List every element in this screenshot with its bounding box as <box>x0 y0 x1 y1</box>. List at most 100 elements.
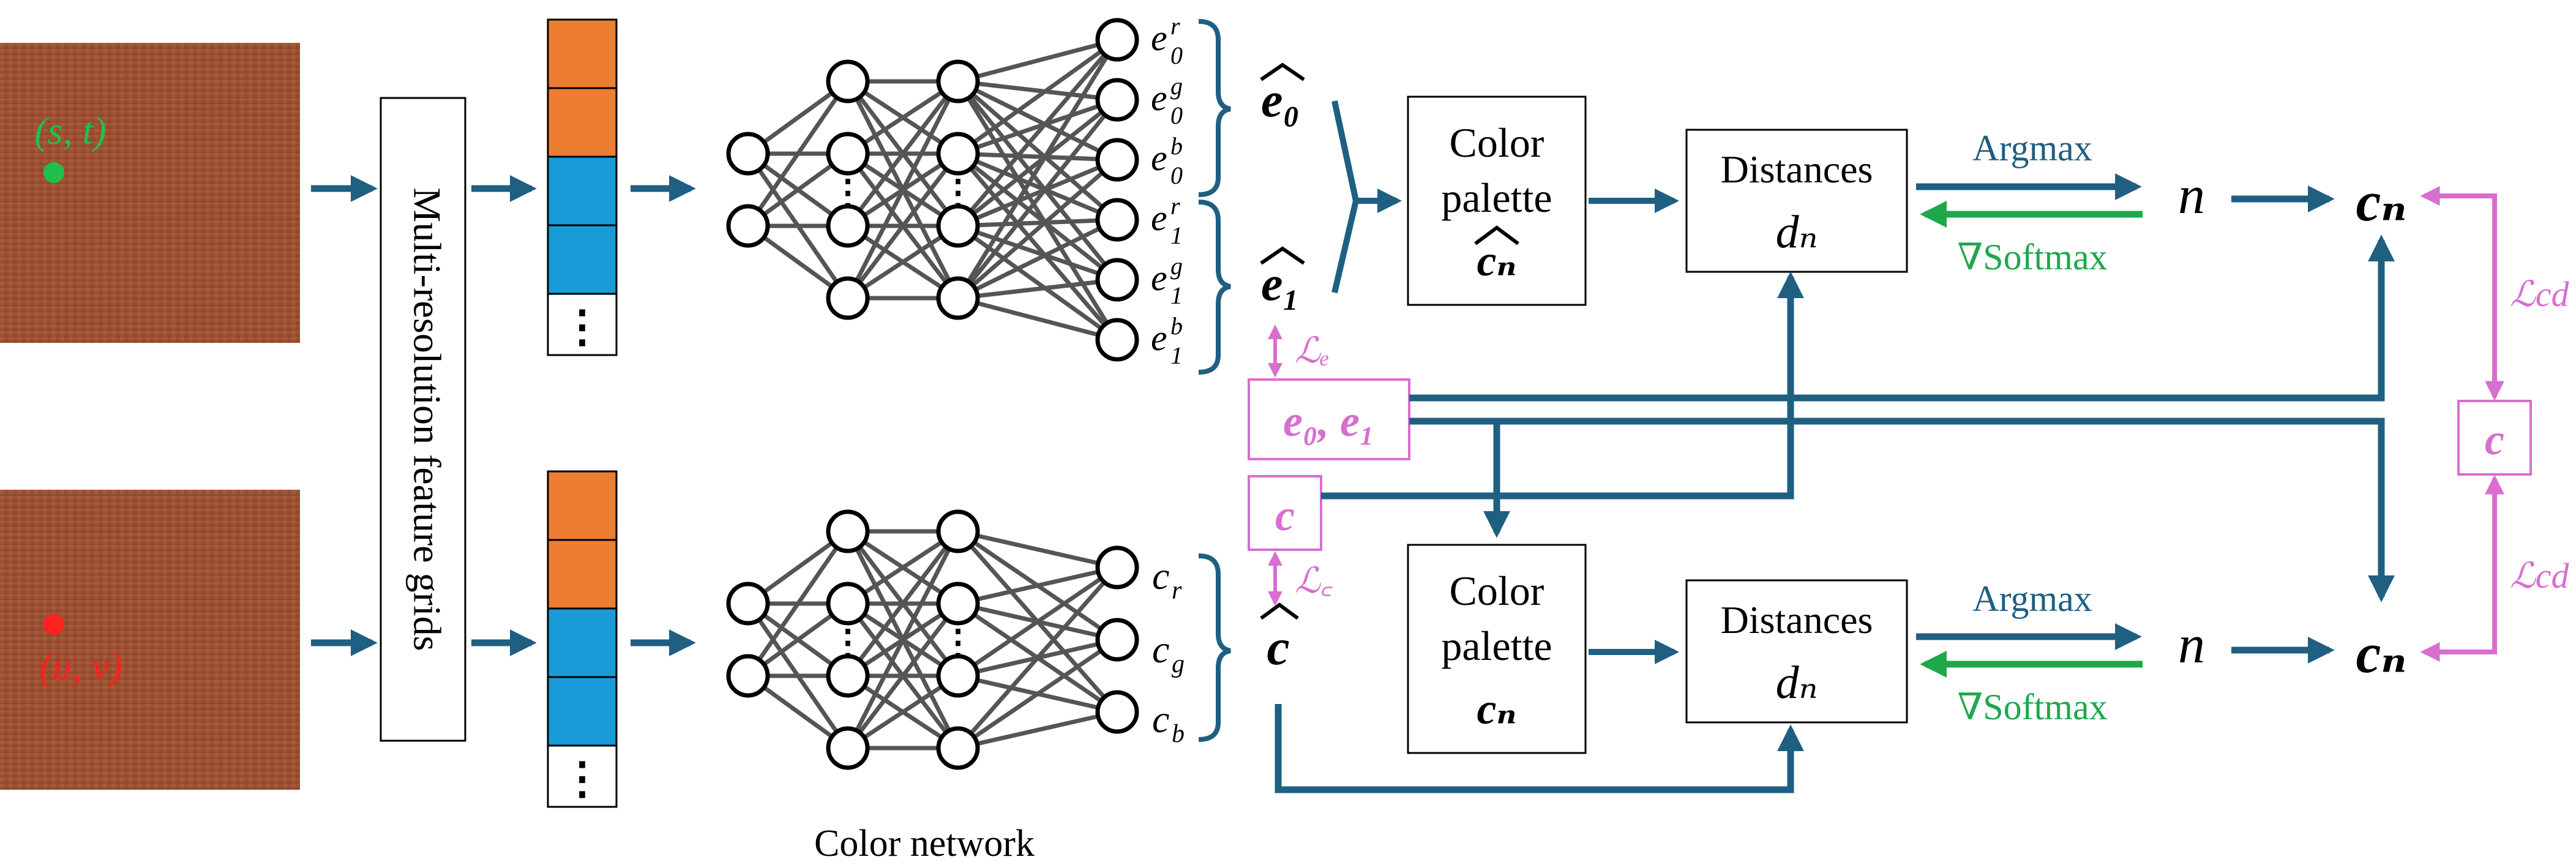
net-bottom-edge <box>957 529 1118 570</box>
net-bottom-node <box>936 654 980 698</box>
net-bottom-edge <box>957 565 1118 606</box>
net-bottom-node <box>826 582 870 626</box>
net-top-edge <box>956 80 1119 282</box>
distances-top-symbol: dₙ <box>1776 206 1818 258</box>
net-top-edge <box>956 158 1119 300</box>
svg-text:1: 1 <box>1170 222 1183 249</box>
svg-text:0: 0 <box>1170 42 1183 69</box>
net-bottom-node <box>826 654 870 698</box>
feature-vector-top <box>547 18 618 356</box>
net-top-edge <box>956 152 1119 342</box>
brace-e0 <box>1198 19 1231 197</box>
net-bottom-edge <box>957 638 1118 750</box>
net-top-edge <box>956 38 1119 228</box>
svg-text:c: c <box>1152 697 1169 741</box>
cn-top-label: cₙ <box>2356 170 2407 233</box>
e0-hat-label: e₀ <box>1261 73 1300 127</box>
svg-text:e: e <box>1151 18 1167 58</box>
net-top-edge <box>957 296 1118 342</box>
net-top-edge <box>957 79 1118 102</box>
e0-hat-accent <box>1260 62 1305 81</box>
palette-top-line1: Color <box>1450 119 1544 166</box>
net-top-edge <box>847 80 959 155</box>
output-e0b: e b 0 <box>1151 132 1183 189</box>
svg-text:e: e <box>1151 258 1167 298</box>
color-network-bottom: ⋮⋮ <box>726 509 1139 770</box>
softmax-bottom-label: ∇Softmax <box>1957 687 2107 727</box>
output-e0g: e g 0 <box>1151 72 1183 129</box>
net-bottom-edge <box>746 530 850 677</box>
palette-box-bottom <box>1407 544 1587 754</box>
net-bottom-node <box>826 509 870 553</box>
svg-text:g: g <box>1172 650 1185 678</box>
net-top-node <box>936 132 980 176</box>
palette-top-line2: palette <box>1441 174 1552 221</box>
net-bottom-edge <box>956 566 1119 750</box>
net-top-edge <box>956 98 1119 300</box>
net-top-node <box>936 276 980 320</box>
gt-e-label: e₀, e₁ <box>1283 397 1375 446</box>
lcd-top-connector <box>2420 186 2504 401</box>
svg-text:1: 1 <box>1170 342 1183 369</box>
c-hat-accent <box>1260 602 1299 620</box>
net-top-node <box>936 204 980 248</box>
svg-text:b: b <box>1170 312 1183 340</box>
net-bottom-node <box>936 726 980 770</box>
svg-text:1: 1 <box>1170 282 1183 309</box>
net-top-edge <box>956 80 1119 341</box>
texture-bottom <box>0 490 300 790</box>
feature-vector-bottom-ellipsis: ⋮ <box>560 754 604 803</box>
svg-text:e: e <box>1151 78 1167 118</box>
merge-e1 <box>1331 200 1359 294</box>
c-hat-label: c <box>1267 619 1289 676</box>
net-top-edge <box>746 80 850 227</box>
feature-vector-top-ellipsis: ⋮ <box>560 302 604 351</box>
net-bottom-node <box>726 582 770 626</box>
net-bottom-edge <box>847 530 959 605</box>
gt-c-box <box>1248 475 1322 551</box>
net-top-ellipsis: ⋮ <box>830 173 866 212</box>
brace-e1 <box>1198 200 1231 375</box>
net-top-edge <box>957 151 1118 222</box>
net-bottom-node <box>1095 545 1139 590</box>
net-top-edge <box>957 277 1118 301</box>
net-top-edge <box>956 80 1119 222</box>
lcd-bottom-connector <box>2420 474 2504 662</box>
palette-bottom-symbol: cₙ <box>1477 684 1517 733</box>
lc-label: ℒ꜀ <box>1295 561 1333 601</box>
net-bottom-node <box>726 654 770 698</box>
net-top-edge <box>845 80 960 299</box>
net-bottom-ellipsis: ⋮ <box>940 623 976 662</box>
palette-top-hat <box>1474 225 1519 245</box>
net-top-node <box>1095 258 1139 302</box>
net-top-edge <box>846 152 960 300</box>
net-bottom-edge <box>957 566 1118 678</box>
merge-e0 <box>1331 100 1359 202</box>
net-top-node <box>1095 198 1139 242</box>
net-bottom-node <box>826 726 870 770</box>
le-label: ℒₑ <box>1295 331 1330 370</box>
net-top-ellipsis: ⋮ <box>940 173 976 212</box>
net-top-node <box>1095 318 1139 362</box>
svg-text:c: c <box>1152 554 1169 597</box>
route-e-to-cn-bottom <box>1409 418 2395 602</box>
svg-text:b: b <box>1172 720 1185 748</box>
net-top-edge <box>957 79 1118 162</box>
net-top-edge <box>957 37 1118 84</box>
net-top-edge <box>847 224 959 300</box>
net-bottom-edge <box>847 674 959 750</box>
net-bottom-node <box>936 582 980 626</box>
output-e0r: e r 0 <box>1151 12 1183 69</box>
output-e1b: e b 1 <box>1151 312 1183 369</box>
net-top-edge <box>957 217 1118 228</box>
net-bottom-node <box>1095 618 1139 662</box>
n-bottom-label: n <box>2178 615 2205 675</box>
net-top-edge <box>957 223 1118 282</box>
net-top-edge <box>956 98 1119 228</box>
svg-text:g: g <box>1170 252 1183 280</box>
e1-hat-label: e₁ <box>1261 257 1300 311</box>
svg-text:r: r <box>1172 577 1182 605</box>
network-caption: Color network <box>814 823 1035 864</box>
net-top-edge <box>957 151 1118 162</box>
